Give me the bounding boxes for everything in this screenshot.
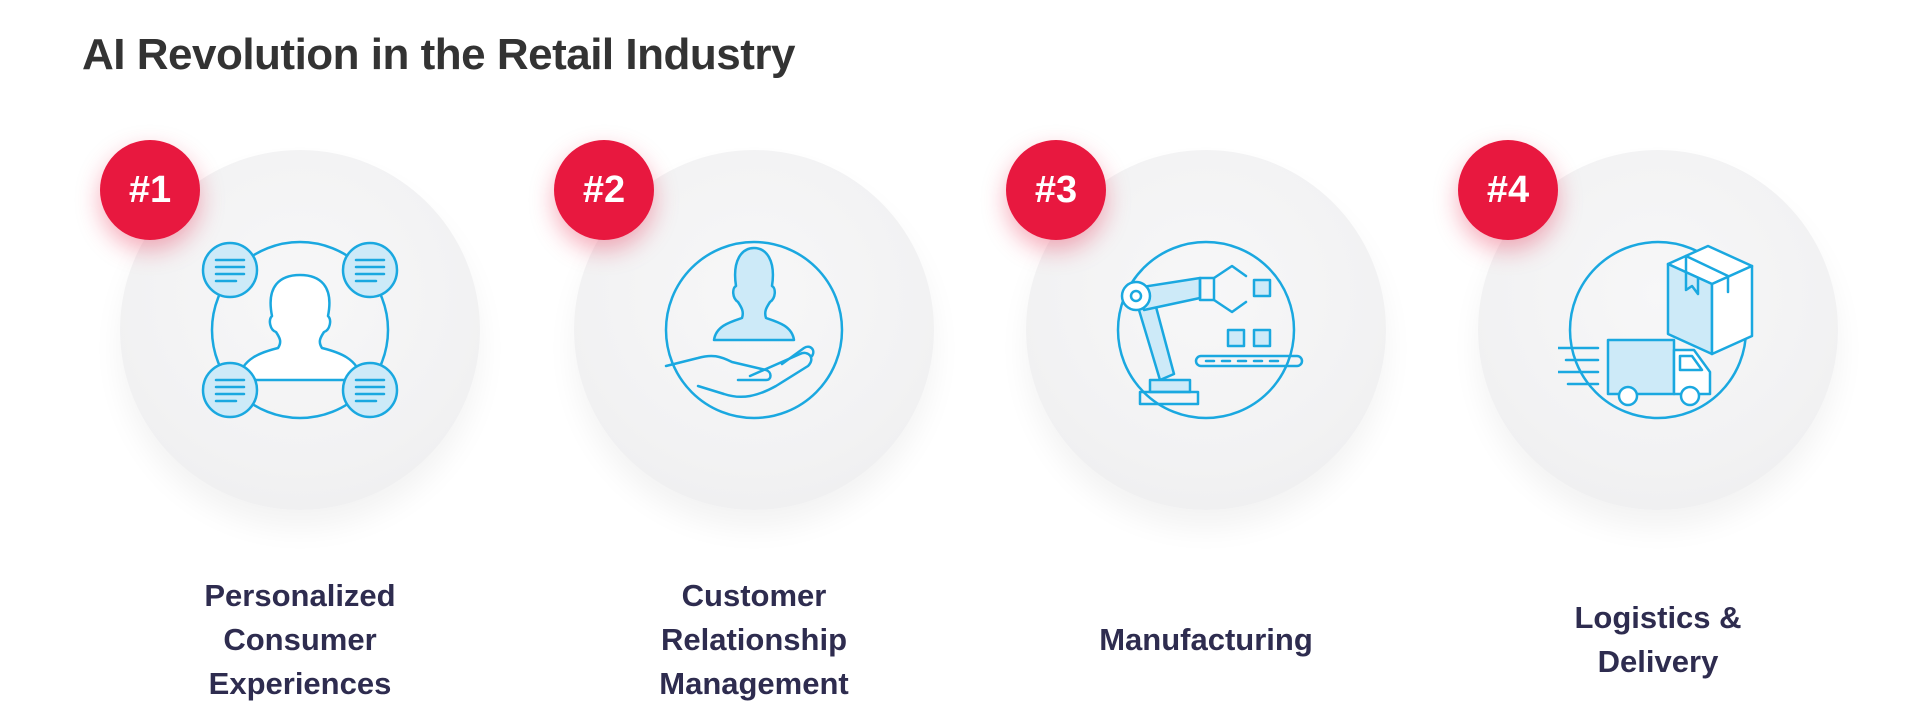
item-label: Manufacturing bbox=[1099, 622, 1313, 657]
number-badge: #2 bbox=[554, 140, 654, 240]
delivery-truck-icon bbox=[1558, 240, 1754, 420]
item-card-4: #4 Logistics & Delivery bbox=[1458, 140, 1838, 720]
item-label: Personalized Consumer Experiences bbox=[204, 578, 396, 701]
robot-arm-icon bbox=[1116, 240, 1304, 420]
item-card-1: #1 Personalized Consumer Experiences bbox=[100, 140, 480, 720]
item-card-3: #3 Manufacturing bbox=[1006, 140, 1386, 720]
number-badge: #4 bbox=[1458, 140, 1558, 240]
item-card-2: #2 Customer Relationship Management bbox=[554, 140, 934, 720]
number-badge: #1 bbox=[100, 140, 200, 240]
page-title: AI Revolution in the Retail Industry bbox=[82, 30, 795, 79]
user-network-icon bbox=[201, 240, 399, 420]
item-label: Customer Relationship Management bbox=[659, 578, 849, 701]
hand-customer-icon bbox=[664, 240, 844, 420]
number-badge: #3 bbox=[1006, 140, 1106, 240]
item-label: Logistics & Delivery bbox=[1574, 600, 1742, 679]
